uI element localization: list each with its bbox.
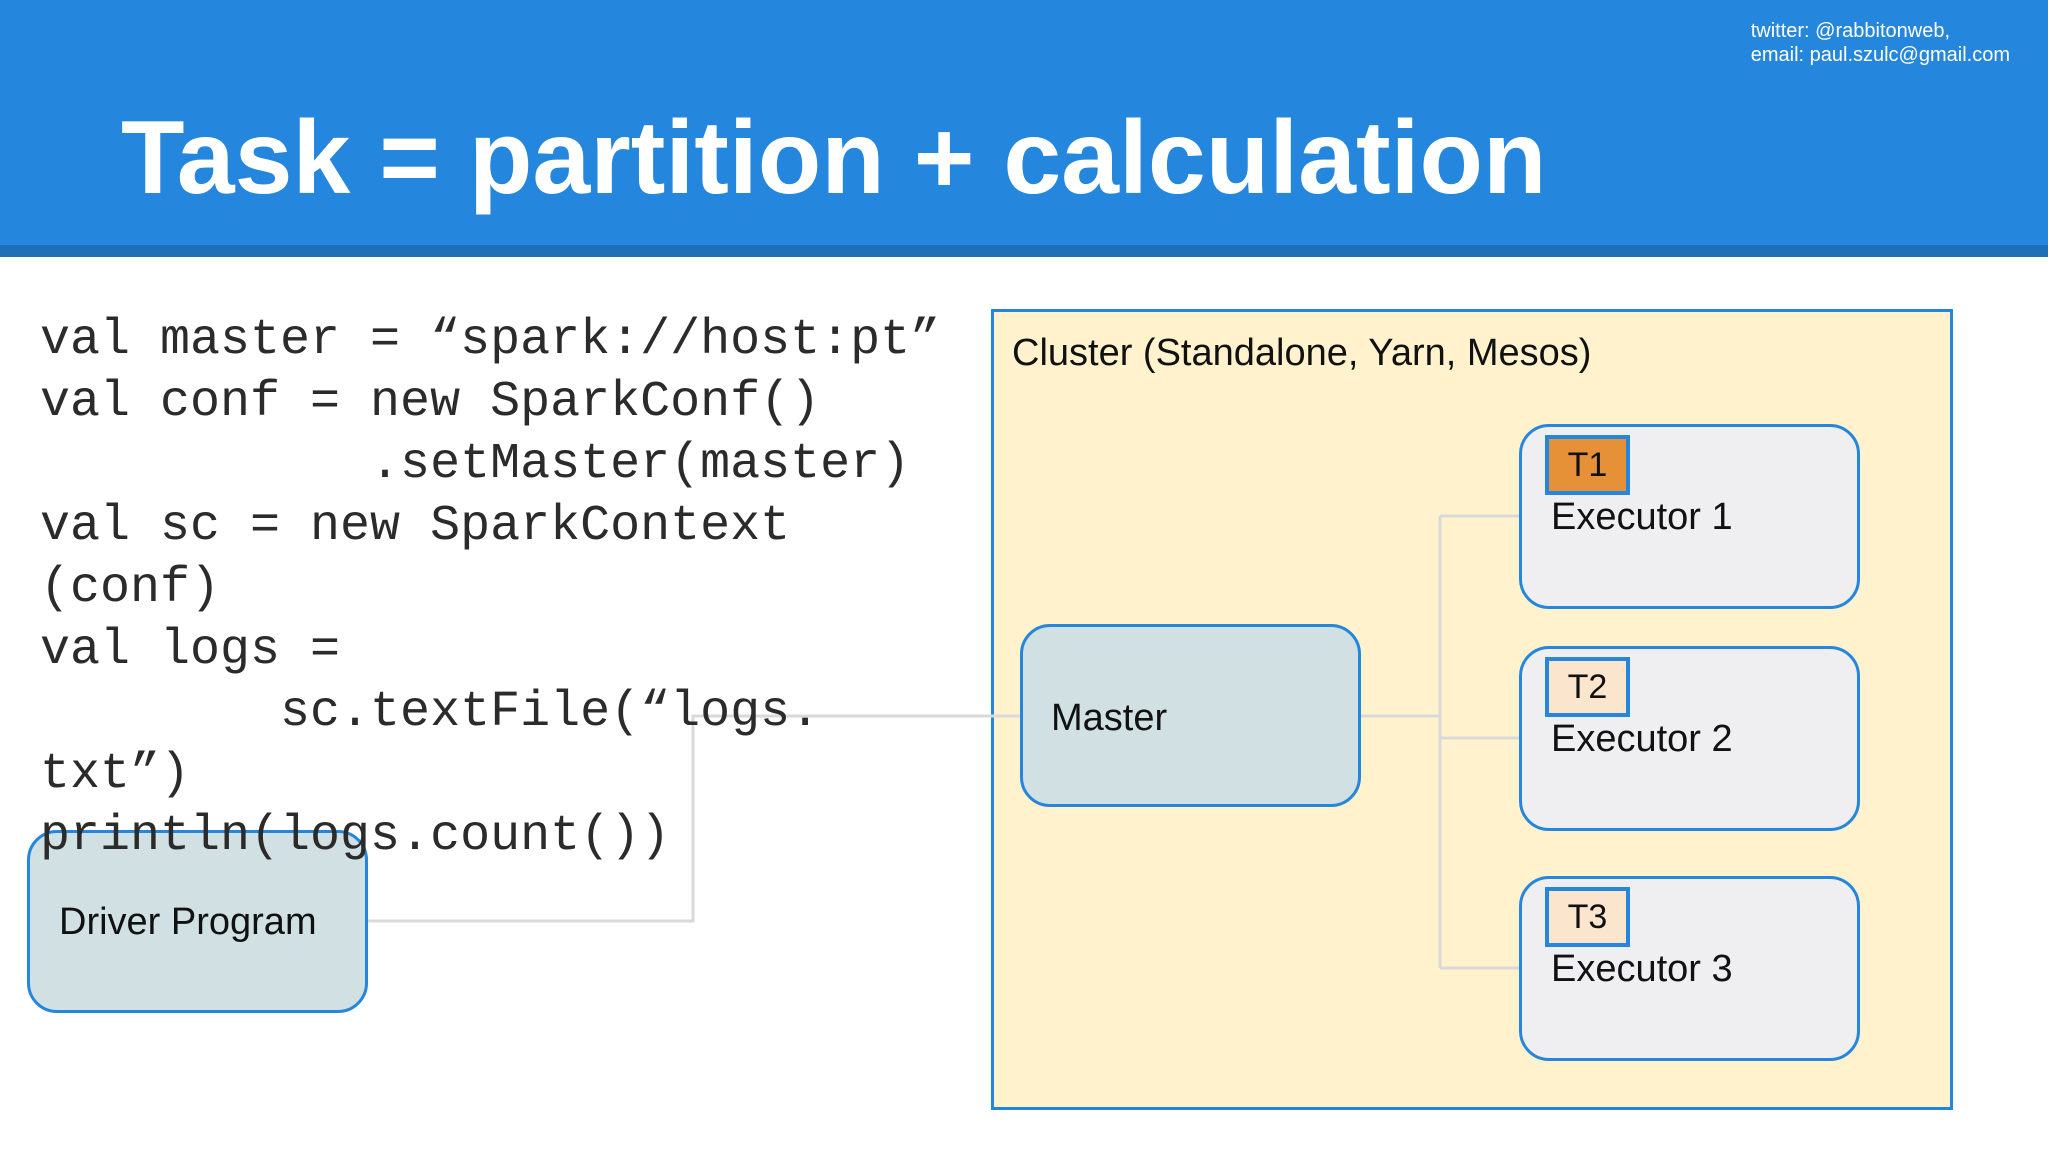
task-t3-box: T3 <box>1545 887 1630 947</box>
executor-2-node: T2 Executor 2 <box>1519 646 1860 831</box>
master-node: Master <box>1020 624 1361 807</box>
task-t1-box: T1 <box>1545 435 1630 495</box>
master-label: Master <box>1051 697 1168 739</box>
driver-program-node: Driver Program <box>27 830 368 1013</box>
twitter-handle: twitter: @rabbitonweb, <box>1750 20 1950 42</box>
driver-program-label: Driver Program <box>59 901 317 943</box>
executor-3-label: Executor 3 <box>1551 948 1733 990</box>
code-line: val conf = new SparkConf() <box>40 374 821 431</box>
code-line: val sc = new SparkContext <box>40 498 791 555</box>
executor-3-node: T3 Executor 3 <box>1519 876 1860 1061</box>
code-line: println(logs.count()) <box>40 808 671 865</box>
code-line: (conf) <box>40 560 221 617</box>
code-line: val master = “spark://host:pt” <box>40 312 941 369</box>
executor-2-label: Executor 2 <box>1551 718 1733 760</box>
code-snippet: val master = “spark://host:pt” val conf … <box>40 310 940 868</box>
code-line: .setMaster(master) <box>40 436 911 493</box>
executor-1-label: Executor 1 <box>1551 496 1733 538</box>
header-bar: twitter: @rabbitonweb, email: paul.szulc… <box>0 0 2048 245</box>
executor-1-node: T1 Executor 1 <box>1519 424 1860 609</box>
code-line: sc.textFile(“logs. <box>40 684 821 741</box>
slide-title: Task = partition + calculation <box>121 100 1547 216</box>
task-t2-box: T2 <box>1545 657 1630 717</box>
code-line: val logs = <box>40 622 341 679</box>
header-divider <box>0 245 2048 257</box>
driver-master-connector <box>368 714 1020 923</box>
contact-info: twitter: @rabbitonweb, email: paul.szulc… <box>1751 19 2010 67</box>
cluster-label: Cluster (Standalone, Yarn, Mesos) <box>1012 332 1592 374</box>
code-line: txt”) <box>40 746 191 803</box>
email-address: email: paul.szulc@gmail.com <box>1750 44 2010 66</box>
